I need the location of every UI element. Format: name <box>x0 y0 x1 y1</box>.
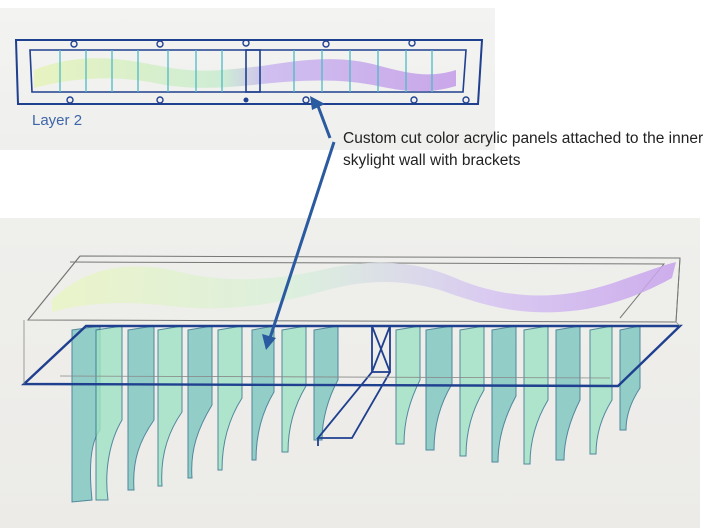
plan-inner-frame <box>29 49 467 93</box>
perspective-view <box>20 255 683 503</box>
plan-bolt-holes <box>66 39 470 104</box>
arrow-icon <box>262 96 336 350</box>
panel-16 <box>589 325 613 455</box>
panel-12 <box>459 325 485 457</box>
layer-label: Layer 2 <box>32 112 83 129</box>
panel-14 <box>523 325 549 465</box>
lower-frame <box>20 324 683 388</box>
panel-11 <box>425 325 453 451</box>
panel-7 <box>251 325 275 461</box>
plan-acrylic-band <box>34 58 456 92</box>
perspective-acrylic-band <box>52 262 676 313</box>
plan-view <box>14 39 484 105</box>
callout-text: Custom cut color acrylic panels attached… <box>343 130 704 169</box>
panel-13 <box>491 325 517 463</box>
panel-3 <box>127 325 155 491</box>
panel-4 <box>157 325 183 487</box>
panel-2 <box>95 325 123 501</box>
panel-15 <box>555 325 581 461</box>
panel-9 <box>313 325 339 441</box>
panel-6 <box>217 325 243 471</box>
plan-outer-frame <box>14 39 484 105</box>
panel-17 <box>619 325 641 431</box>
hanging-panels <box>71 325 641 503</box>
panel-8 <box>281 325 307 453</box>
plan-bolt-filled <box>243 97 249 103</box>
plan-center-box <box>245 49 261 93</box>
panel-5 <box>187 325 213 479</box>
plan-dividers <box>59 50 433 92</box>
